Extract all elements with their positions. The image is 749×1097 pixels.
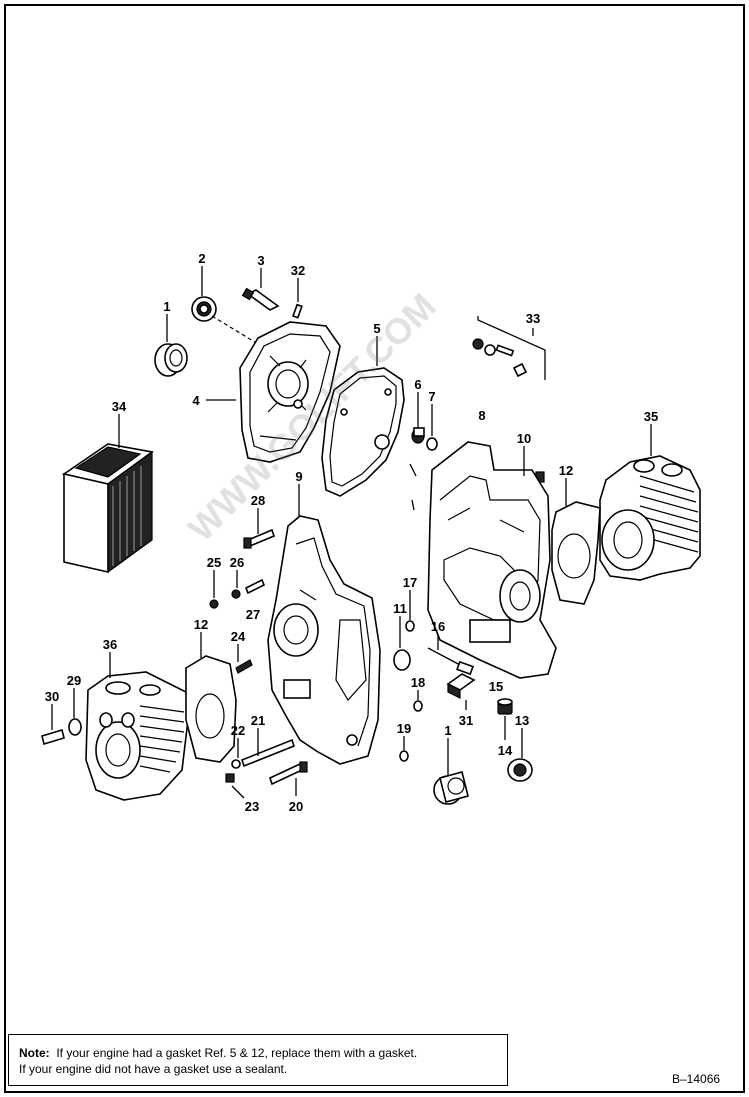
part-9-crankcase-half <box>267 515 381 765</box>
callout-32: 32 <box>291 263 305 278</box>
callout-15: 15 <box>489 679 503 694</box>
part-34-filter-element <box>62 443 154 574</box>
part-33-fastener-set <box>472 316 546 380</box>
note-line-1: If your engine had a gasket Ref. 5 & 12,… <box>56 1046 418 1060</box>
part-1-bearing-bottom <box>433 771 469 805</box>
callout-labels: 1 2 3 32 4 5 33 6 7 8 34 35 10 12 28 9 2… <box>45 251 658 814</box>
part-3-bolt <box>241 287 280 311</box>
callout-30: 30 <box>45 689 59 704</box>
callout-4: 4 <box>192 393 200 408</box>
callout-1-bottom: 1 <box>444 723 451 738</box>
callout-21: 21 <box>251 713 265 728</box>
callout-12-right: 12 <box>559 463 573 478</box>
callout-10: 10 <box>517 431 531 446</box>
part-12-gasket-left <box>185 655 237 763</box>
crankcase-right-half <box>427 441 557 679</box>
callout-29: 29 <box>67 673 81 688</box>
callout-33: 33 <box>526 311 540 326</box>
note-line-2: If your engine did not have a gasket use… <box>19 1062 288 1076</box>
part-30-dowel <box>41 728 65 746</box>
callout-7: 7 <box>428 389 435 404</box>
part-24-stud <box>235 659 253 674</box>
part-18-plug <box>413 700 423 712</box>
part-14-bushing <box>497 698 513 715</box>
part-32-dowel <box>292 303 303 319</box>
callout-26: 26 <box>230 555 244 570</box>
part-7-oring <box>426 437 438 451</box>
part-22-washer <box>231 759 241 769</box>
callout-34: 34 <box>112 399 127 414</box>
part-27-stud <box>244 578 266 595</box>
part-16-shaft <box>427 647 463 667</box>
note-box: Note: If your engine had a gasket Ref. 5… <box>8 1034 508 1086</box>
part-21-long-bolt <box>241 738 295 768</box>
callout-2: 2 <box>198 251 205 266</box>
callout-13: 13 <box>515 713 529 728</box>
part-4-gear-cover <box>239 321 341 463</box>
callout-18: 18 <box>411 675 425 690</box>
leader-lines <box>51 266 652 799</box>
callout-27: 27 <box>246 607 260 622</box>
part-35-cylinder-right <box>599 455 701 581</box>
part-26-plug <box>231 589 241 599</box>
part-17-oring <box>405 620 415 632</box>
callout-12-left: 12 <box>194 617 208 632</box>
callout-20: 20 <box>289 799 303 814</box>
part-12-gasket-right <box>551 501 601 605</box>
callout-1-top: 1 <box>163 299 170 314</box>
part-19-plug <box>399 750 409 762</box>
callout-6: 6 <box>414 377 421 392</box>
part-20-bolt <box>269 761 308 786</box>
part-36-cylinder-left <box>85 671 189 801</box>
callout-8: 8 <box>478 408 485 423</box>
callout-9: 9 <box>295 469 302 484</box>
part-1-bearing-top <box>154 343 188 377</box>
part-13-oil-seal <box>507 758 533 782</box>
callout-22: 22 <box>231 723 245 738</box>
part-23-nut <box>225 773 235 783</box>
figure-id: B–14066 <box>672 1072 721 1086</box>
note-label: Note: <box>19 1046 50 1060</box>
callout-36: 36 <box>103 637 117 652</box>
callout-35: 35 <box>644 409 658 424</box>
callout-5: 5 <box>373 321 380 336</box>
part-15-valve <box>456 660 474 676</box>
callout-17: 17 <box>403 575 417 590</box>
part-8-pin <box>409 463 417 511</box>
part-25-plug <box>209 599 219 609</box>
part-11-oring <box>393 649 411 671</box>
part-6-plug <box>411 427 425 444</box>
callout-3: 3 <box>257 253 264 268</box>
callout-24: 24 <box>231 629 246 644</box>
callout-14: 14 <box>498 743 513 758</box>
callout-19: 19 <box>397 721 411 736</box>
callout-25: 25 <box>207 555 221 570</box>
part-29-oring <box>68 718 82 736</box>
part-31-block <box>446 673 476 699</box>
part-2-oil-seal <box>191 296 217 322</box>
callout-16: 16 <box>431 619 445 634</box>
callout-31: 31 <box>459 713 473 728</box>
callout-23: 23 <box>245 799 259 814</box>
callout-28: 28 <box>251 493 265 508</box>
callout-11: 11 <box>393 601 407 616</box>
part-28-bolt <box>243 528 275 549</box>
part-5-gasket <box>321 367 405 497</box>
